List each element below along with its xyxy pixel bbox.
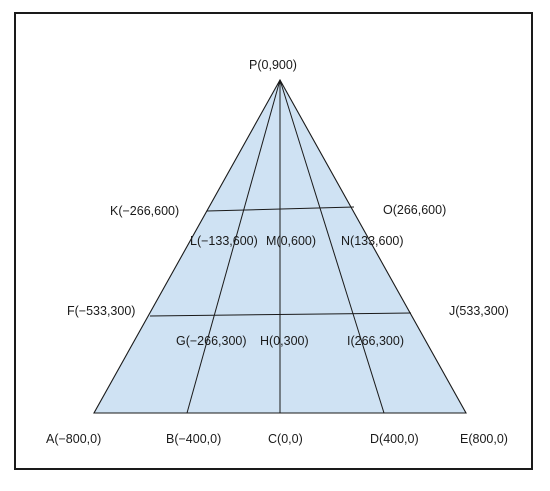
label-b: B(−400,0) bbox=[166, 432, 221, 446]
label-m: M(0,600) bbox=[266, 234, 316, 248]
label-k: K(−266,600) bbox=[110, 204, 179, 218]
label-a: A(−800,0) bbox=[46, 432, 101, 446]
label-p: P(0,900) bbox=[249, 58, 297, 72]
label-d: D(400,0) bbox=[370, 432, 419, 446]
label-l: L(−133,600) bbox=[190, 234, 258, 248]
label-e: E(800,0) bbox=[460, 432, 508, 446]
label-h: H(0,300) bbox=[260, 334, 309, 348]
line-p-d bbox=[279, 79, 385, 414]
line-p-b bbox=[186, 79, 281, 414]
label-o: O(266,600) bbox=[383, 203, 446, 217]
label-f: F(−533,300) bbox=[67, 304, 135, 318]
label-c: C(0,0) bbox=[268, 432, 303, 446]
label-g: G(−266,300) bbox=[176, 334, 247, 348]
label-j: J(533,300) bbox=[449, 304, 509, 318]
label-n: N(133,600) bbox=[341, 234, 404, 248]
label-i: I(266,300) bbox=[347, 334, 404, 348]
